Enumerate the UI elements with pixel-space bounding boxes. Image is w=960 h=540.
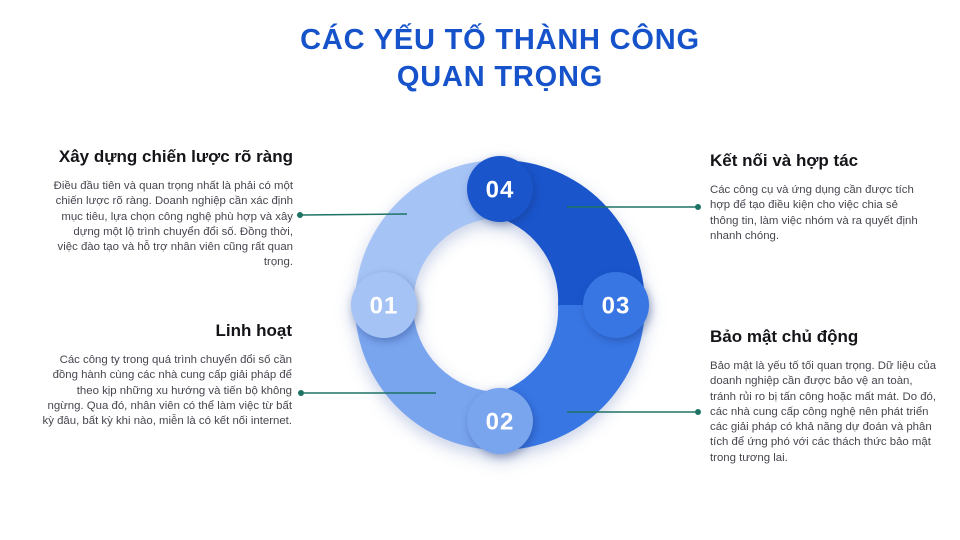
segment-04-label: 04: [486, 177, 515, 204]
connector-lines: [297, 204, 701, 415]
segment-03-label: 03: [602, 293, 631, 320]
segment-01-arc: [355, 160, 500, 305]
segment-04-cap: [467, 156, 533, 222]
segment-02-label: 02: [486, 409, 515, 436]
section-security: Bảo mật chủ động Bảo mật là yếu tố tối q…: [710, 326, 938, 466]
section-security-heading: Bảo mật chủ động: [710, 327, 859, 346]
page-title-line2: QUAN TRỌNG: [396, 61, 604, 93]
segment-04-arc: [500, 160, 645, 305]
segment-01-label: 01: [370, 293, 399, 320]
section-strategy: Xây dựng chiến lược rõ ràng Điều đầu tiê…: [53, 146, 293, 271]
section-connect: Kết nối và hợp tác Các công cụ và ứng dụ…: [710, 150, 928, 244]
connector-dot-security: [695, 409, 701, 415]
section-security-body: Bảo mật là yếu tố tối quan trọng. Dữ liệ…: [710, 360, 937, 464]
page-title-line1: CÁC YẾU TỐ THÀNH CÔNG: [300, 24, 700, 56]
connector-dot-strategy: [297, 212, 303, 218]
section-flexible-body: Các công ty trong quá trình chuyển đổi s…: [42, 354, 292, 428]
segment-02-arc: [355, 305, 500, 450]
connector-dot-connect: [695, 204, 701, 210]
page-title: CÁC YẾU TỐ THÀNH CÔNG QUAN TRỌNG: [40, 22, 960, 96]
segment-03-arc: [500, 305, 645, 450]
connector-dot-flexible: [298, 390, 304, 396]
section-connect-body: Các công cụ và ứng dụng cần được tích hợ…: [710, 184, 918, 242]
segment-02-cap: [467, 388, 533, 454]
connector-line-strategy: [301, 213, 408, 216]
section-strategy-heading: Xây dựng chiến lược rõ ràng: [58, 147, 293, 166]
donut-ring: 01 02 03 04: [351, 156, 649, 454]
segment-01-cap: [351, 272, 417, 338]
section-flexible-heading: Linh hoạt: [215, 321, 292, 340]
section-strategy-body: Điều đầu tiên và quan trọng nhất là phải…: [53, 180, 293, 269]
section-flexible: Linh hoạt Các công ty trong quá trình ch…: [42, 320, 292, 429]
section-connect-heading: Kết nối và hợp tác: [710, 151, 859, 170]
segment-03-cap: [583, 272, 649, 338]
